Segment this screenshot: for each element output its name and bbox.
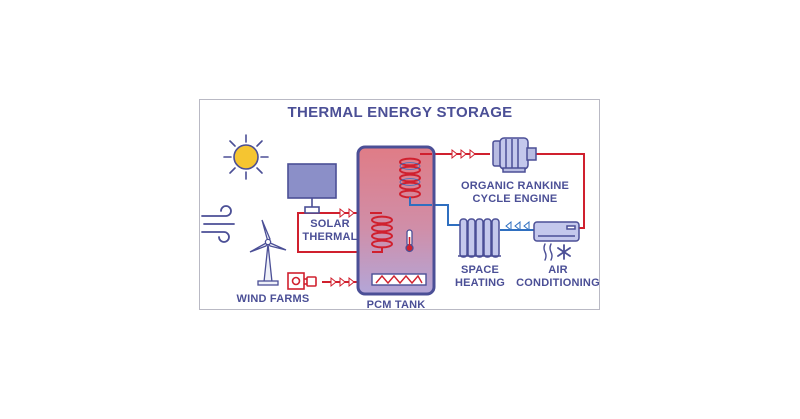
pcm-tank (356, 145, 436, 296)
thermometer-icon (405, 229, 414, 253)
solar-panel-icon (287, 163, 337, 214)
orc-ac-pipe (536, 153, 585, 229)
heating-pipe-1 (432, 204, 460, 226)
orc-coil-icon (399, 153, 432, 206)
snowflake-icon (557, 244, 571, 260)
flow-arrows (330, 148, 530, 288)
label-pcm-tank: PCM TANK (366, 299, 426, 311)
air-conditioner-icon (533, 221, 580, 242)
wind-turbine-icon (249, 219, 287, 286)
sun-icon (223, 134, 269, 180)
heating-coil-icon (371, 273, 427, 286)
diagram-title: THERMAL ENERGY STORAGE (287, 104, 513, 121)
orc-engine-icon (492, 137, 537, 173)
label-wind-farms: WIND FARMS (236, 293, 310, 305)
air-flow-icon (543, 243, 553, 261)
plug-icon (304, 276, 317, 287)
label-air-conditioning: AIR CONDITIONING (516, 264, 600, 289)
radiator-icon (458, 218, 501, 258)
label-orc-engine: ORGANIC RANKINE CYCLE ENGINE (460, 180, 570, 205)
power-outlet-icon (287, 272, 305, 290)
solar-coil-icon (370, 212, 393, 253)
label-space-heating: SPACE HEATING (454, 264, 506, 289)
wind-icon (201, 205, 235, 243)
label-solar-thermal: SOLAR THERMAL (302, 218, 358, 243)
